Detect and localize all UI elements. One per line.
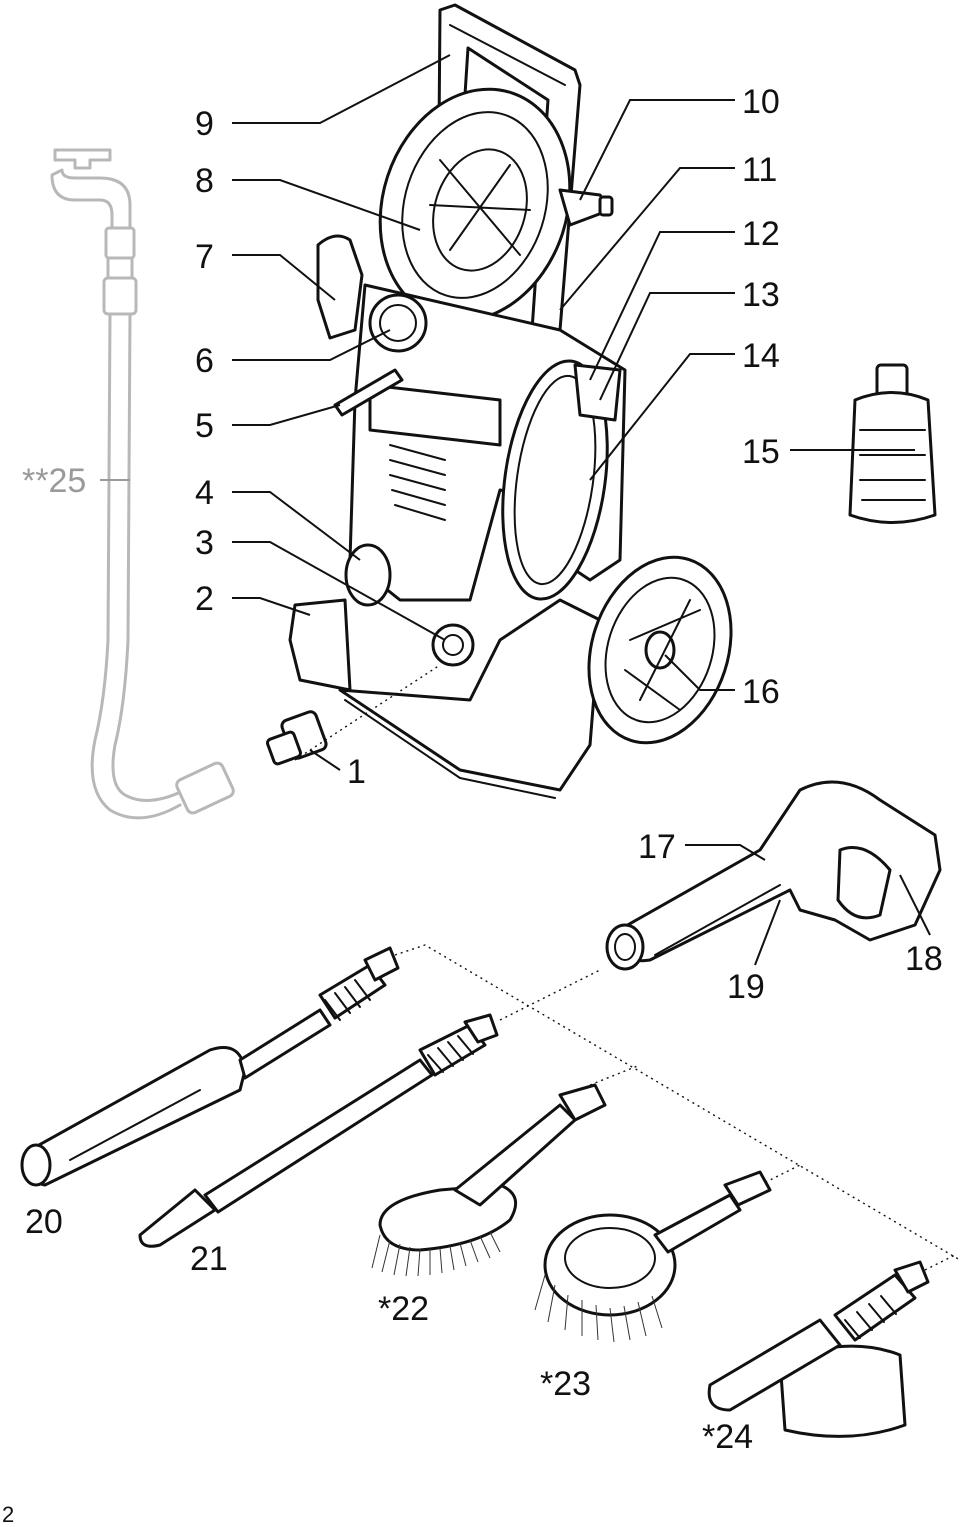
callout-18: 18 — [905, 940, 943, 978]
pressure-washer-main-unit — [288, 3, 733, 799]
callout-22: *22 — [378, 1290, 429, 1328]
callout-12: 12 — [742, 215, 780, 253]
detergent-bottle — [848, 363, 937, 524]
callout-23: *23 — [540, 1365, 591, 1403]
callout-19: 19 — [727, 968, 765, 1006]
spray-lance-vario — [20, 946, 400, 1187]
callout-21: 21 — [190, 1240, 228, 1278]
trigger-gun — [605, 780, 942, 971]
callout-2: 2 — [195, 580, 214, 618]
wash-brush — [371, 1083, 607, 1277]
callout-16: 16 — [742, 673, 780, 711]
callout-10: 10 — [742, 83, 780, 121]
callout-4: 4 — [195, 474, 214, 512]
page-number: 2 — [2, 1502, 14, 1527]
foam-nozzle — [707, 1260, 930, 1438]
callout-17: 17 — [638, 828, 676, 866]
callout-25: **25 — [22, 462, 86, 500]
callout-14: 14 — [742, 337, 780, 375]
callout-9: 9 — [195, 105, 214, 143]
callout-3: 3 — [195, 524, 214, 562]
callout-24: *24 — [702, 1418, 753, 1456]
water-tap-and-hose — [50, 148, 235, 820]
rotating-brush — [534, 1170, 772, 1343]
callout-13: 13 — [742, 276, 780, 314]
callout-6: 6 — [195, 342, 214, 380]
callout-labels: 9 8 7 6 5 4 3 2 1 **25 10 11 12 13 14 15… — [22, 83, 943, 1456]
callout-15: 15 — [742, 433, 780, 471]
callout-8: 8 — [195, 162, 214, 200]
callout-20: 20 — [25, 1203, 63, 1241]
dirt-blaster-lance — [138, 1013, 499, 1248]
callout-11: 11 — [742, 151, 777, 189]
callout-5: 5 — [195, 407, 214, 445]
leader-lines — [100, 54, 931, 966]
callout-1: 1 — [347, 753, 366, 791]
callout-7: 7 — [195, 238, 214, 276]
